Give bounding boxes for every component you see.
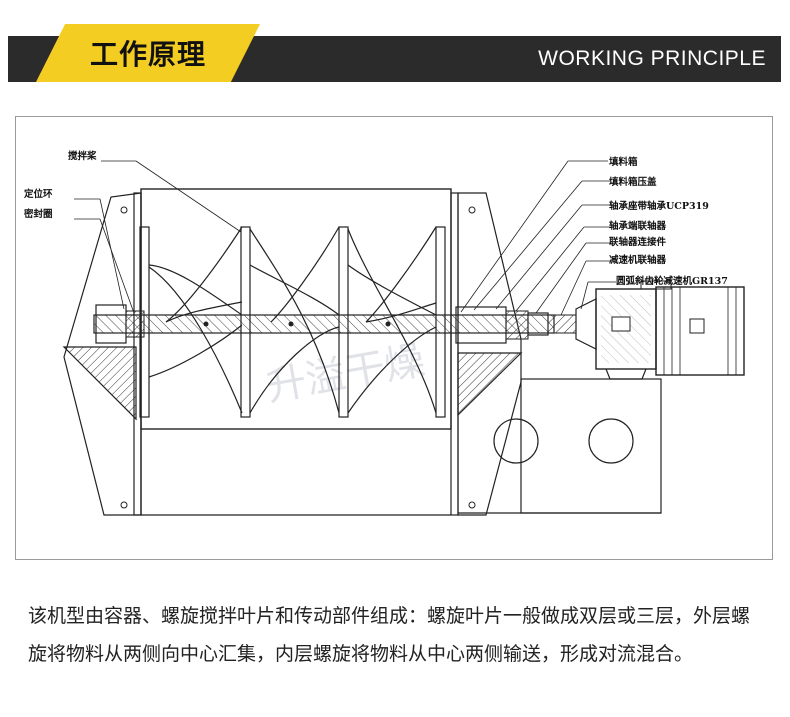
base-hole-right <box>588 418 634 464</box>
label-reducer-coupling: 减速机联轴器 <box>609 254 667 266</box>
main-shaft <box>93 314 555 334</box>
diagram-frame: 升溢干燥 <box>15 116 773 560</box>
left-bolt-bottom <box>120 501 128 509</box>
label-positioning-ring: 定位环 <box>23 188 53 200</box>
label-bearing-seat: 轴承座带轴承UCP319 <box>609 200 709 212</box>
motor-body <box>655 286 745 376</box>
right-support-hatch <box>457 352 523 417</box>
reducer-coupling <box>575 298 597 350</box>
ribbon-blades <box>148 226 437 414</box>
label-coupling-link: 联轴器连接件 <box>609 236 667 248</box>
label-stirrer: 搅拌桨 <box>68 150 97 162</box>
base-hole-left <box>493 418 539 464</box>
coupling-link <box>547 314 577 334</box>
label-bearing-coupling: 轴承端联轴器 <box>609 220 667 232</box>
left-support-hatch <box>62 346 137 421</box>
label-material-box: 填料箱 <box>609 156 638 168</box>
label-seal-ring: 密封圈 <box>23 208 53 220</box>
label-reducer: 圆弧斜齿轮减速机GR137 <box>616 275 728 287</box>
description-text: 该机型由容器、螺旋搅拌叶片和传动部件组成：螺旋叶片一般做成双层或三层，外层螺旋将… <box>28 605 751 665</box>
label-gland: 填料箱压盖 <box>609 176 657 188</box>
drive-base <box>520 378 662 514</box>
page-title: 工作原理 <box>89 38 206 71</box>
right-bolt-top <box>468 206 476 214</box>
right-wall <box>450 192 459 516</box>
right-bolt-bottom <box>468 501 476 509</box>
left-bolt-top <box>120 206 128 214</box>
watermark: 升溢干燥 <box>263 338 429 411</box>
page-subtitle: WORKING PRINCIPLE <box>538 47 766 70</box>
header-title-tab <box>36 24 260 82</box>
mixer-diagram: 升溢干燥 <box>23 150 745 516</box>
